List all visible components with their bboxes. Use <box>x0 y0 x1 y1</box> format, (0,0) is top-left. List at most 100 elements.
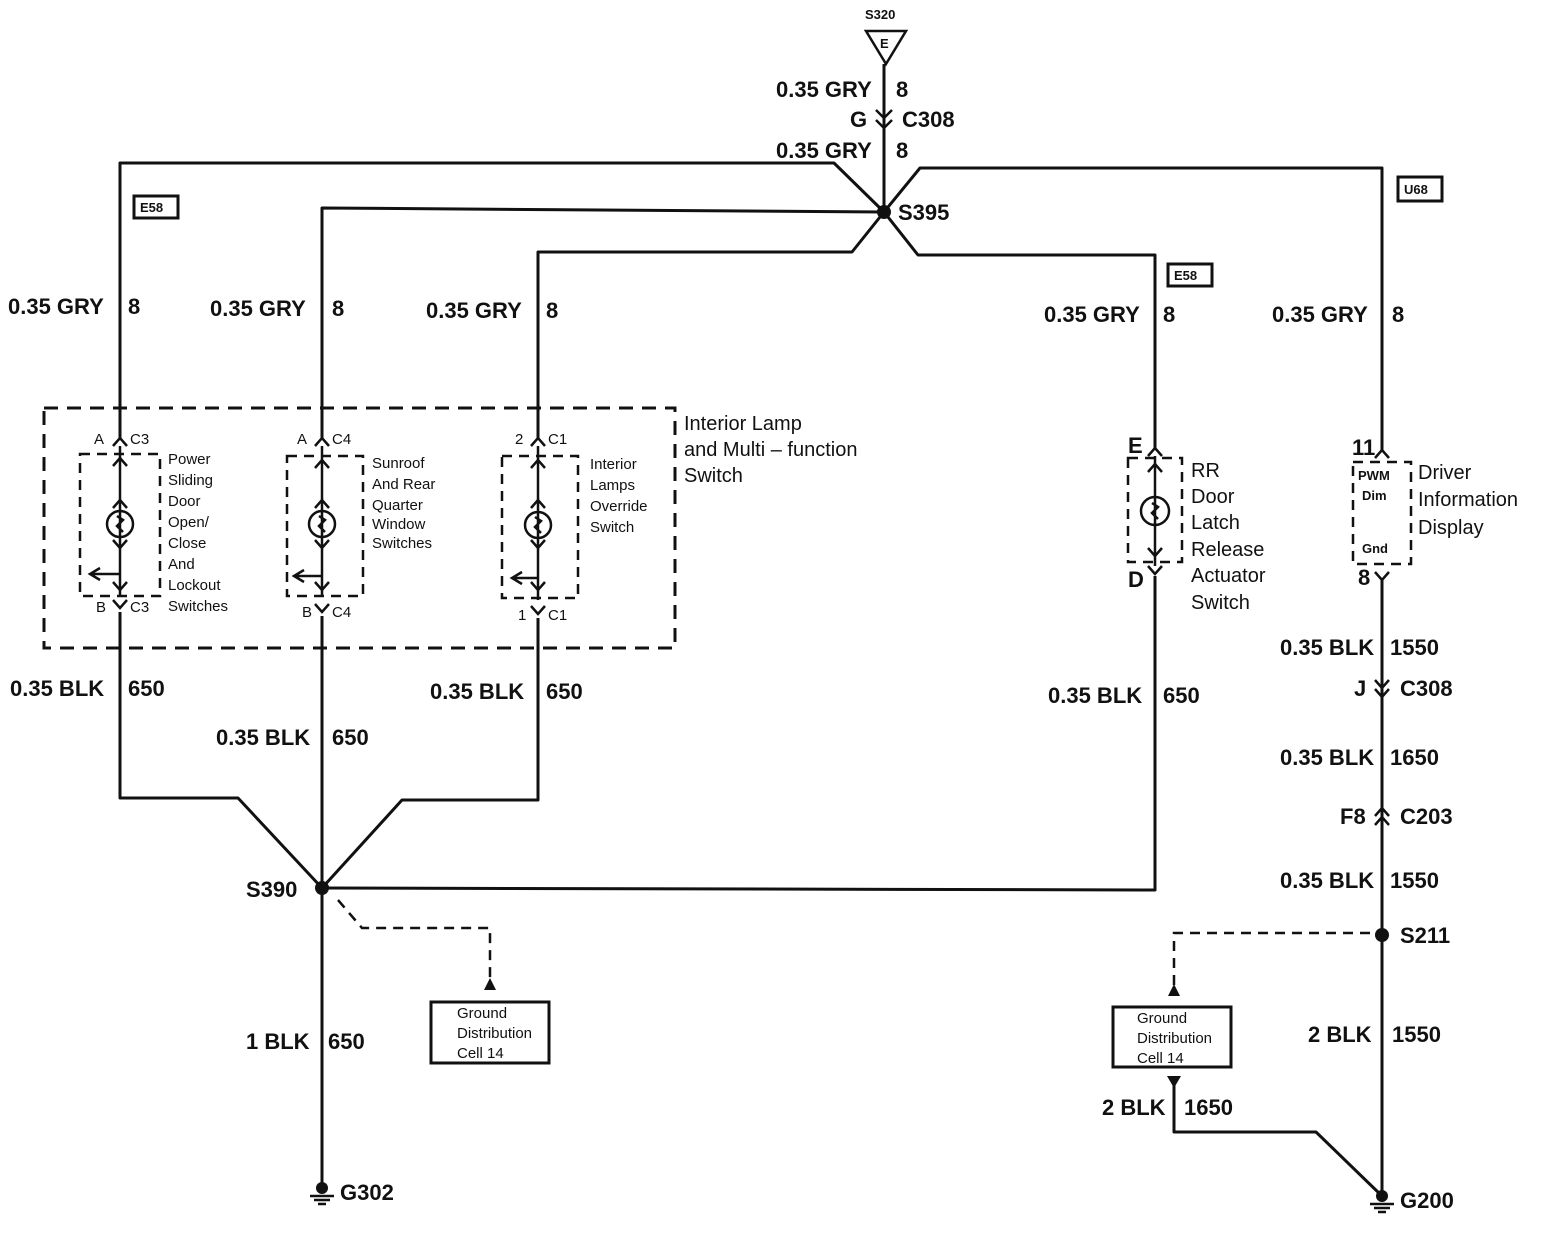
wire-gry-label: 0.35 GRY <box>776 138 872 163</box>
dic-gnd-label: Gnd <box>1362 541 1388 556</box>
arrow-up-icon <box>1168 984 1180 996</box>
switch-label: And <box>168 556 195 573</box>
arrow-down-icon <box>1147 547 1163 558</box>
arrow-up-icon <box>314 458 330 469</box>
switch-label: Close <box>168 535 206 552</box>
splice-s320-pin: E <box>880 36 889 51</box>
connector-top-symbol <box>1374 448 1390 459</box>
switch-power-sliding-door: A C3 B C3 Power Sliding Door Open/ Close… <box>78 431 228 616</box>
dic-label: Driver <box>1418 462 1472 484</box>
switch-label: Power <box>168 451 211 468</box>
switch-label: Door <box>1191 486 1235 508</box>
splice-s211-dot <box>1375 928 1389 942</box>
connector-top-symbol <box>530 436 546 447</box>
circuit-650-label: 650 <box>1163 683 1200 708</box>
pin-label: 2 <box>515 431 523 448</box>
circuit-650-label: 650 <box>332 725 369 750</box>
ground-dist-label: Cell 14 <box>457 1045 504 1062</box>
ground-dist-box <box>429 1000 551 1065</box>
dic-label: Display <box>1418 517 1484 539</box>
main-ground-circuit: 650 <box>328 1029 365 1054</box>
switch-inner-outline <box>285 454 365 598</box>
switch-label: RR <box>1191 460 1220 482</box>
switch-contact-icon <box>1150 501 1160 520</box>
switch-label: Interior <box>590 456 637 473</box>
switch-contact-icon <box>307 509 337 539</box>
rr-door-latch-switch: E D RR Door Latch Release Actuator Switc… <box>1126 433 1266 614</box>
switch-contact-icon <box>533 515 543 534</box>
ground-g302-label: G302 <box>340 1180 394 1205</box>
switch-label: Sunroof <box>372 455 425 472</box>
option-e58-tag <box>132 194 180 220</box>
wire-gry-label: 0.35 GRY <box>776 77 872 102</box>
dic-pwm-label: PWM <box>1358 468 1390 483</box>
circuit-8-label: 8 <box>128 294 140 319</box>
wire-branch-sw3 <box>536 211 886 440</box>
connector-name: C203 <box>1400 804 1453 829</box>
wire-ground-sw1 <box>118 612 324 890</box>
arrow-up-icon <box>484 978 496 990</box>
switch-contact-icon <box>523 510 553 540</box>
arrow-down-icon <box>314 581 330 592</box>
splice-s395-label: S395 <box>898 200 949 225</box>
arrow-up-icon <box>530 458 546 469</box>
pin-label: E <box>1128 433 1143 458</box>
arrow-up-icon <box>1147 462 1163 473</box>
connector-label: C3 <box>130 599 149 616</box>
switch-label: Switch <box>590 519 634 536</box>
wire-blk-label: 0.35 BLK <box>10 676 104 701</box>
switch-label: Release <box>1191 539 1264 561</box>
arrow-left-icon <box>87 566 120 582</box>
circuit-label: 1550 <box>1392 1022 1441 1047</box>
circuit-650-label: 650 <box>128 676 165 701</box>
connector-top-symbol <box>1147 446 1163 457</box>
wire-ground-dist-to-g200 <box>1172 1080 1384 1198</box>
connector-c308-symbol <box>875 109 893 130</box>
ground-g302-icon <box>310 1182 334 1206</box>
wire-branch-rr <box>882 211 1157 450</box>
circuit-8-label: 8 <box>1163 302 1175 327</box>
connector-name: C308 <box>1400 676 1453 701</box>
switch-inner-outline <box>500 454 580 600</box>
wire-blk-label: 0.35 BLK <box>1280 635 1374 660</box>
connector-c308-pin: G <box>850 107 867 132</box>
connector-bottom-symbol <box>1374 571 1390 582</box>
pin-label: 8 <box>1358 565 1370 590</box>
switch-label: Open/ <box>168 514 210 531</box>
circuit-label: 1650 <box>1390 745 1439 770</box>
connector-label: C3 <box>130 431 149 448</box>
option-u68-tag <box>1396 175 1444 203</box>
wire-ground-sw3 <box>320 618 540 890</box>
ground-dist-label: Distribution <box>457 1025 532 1042</box>
arrow-icon <box>112 498 128 550</box>
switch-contact-icon <box>317 514 327 533</box>
wire-blk-label: 0.35 BLK <box>1280 868 1374 893</box>
circuit-8-label: 8 <box>896 77 908 102</box>
wire-gry-label: 0.35 GRY <box>8 294 104 319</box>
circuit-8-label: 8 <box>896 138 908 163</box>
circuit-8-label: 8 <box>1392 302 1404 327</box>
switch-label: Latch <box>1191 512 1240 534</box>
switch-label: Actuator <box>1191 565 1266 587</box>
connector-bottom-symbol <box>1147 565 1163 576</box>
connector-label: C4 <box>332 431 351 448</box>
splice-s390-label: S390 <box>246 877 297 902</box>
connector-bottom-symbol <box>314 603 330 614</box>
switch-assembly-title: and Multi – function <box>684 439 857 461</box>
connector-bottom-symbol <box>530 605 546 616</box>
wire-blk-label: 0.35 BLK <box>430 679 524 704</box>
pin-label: A <box>297 431 307 448</box>
connector-c308-symbol <box>1374 679 1390 699</box>
connector-pin: F8 <box>1340 804 1366 829</box>
connector-pin: J <box>1354 676 1366 701</box>
arrow-left-icon <box>291 568 322 584</box>
option-e58-tag <box>1166 262 1214 288</box>
switch-label: Quarter <box>372 497 423 514</box>
switch-label: Switches <box>168 598 228 615</box>
wire-branch-sw2 <box>320 206 885 440</box>
wire-gry-label: 0.35 GRY <box>210 296 306 321</box>
pin-label: A <box>94 431 104 448</box>
pin-label: B <box>96 599 106 616</box>
wire-blk-label: 2 BLK <box>1102 1095 1166 1120</box>
